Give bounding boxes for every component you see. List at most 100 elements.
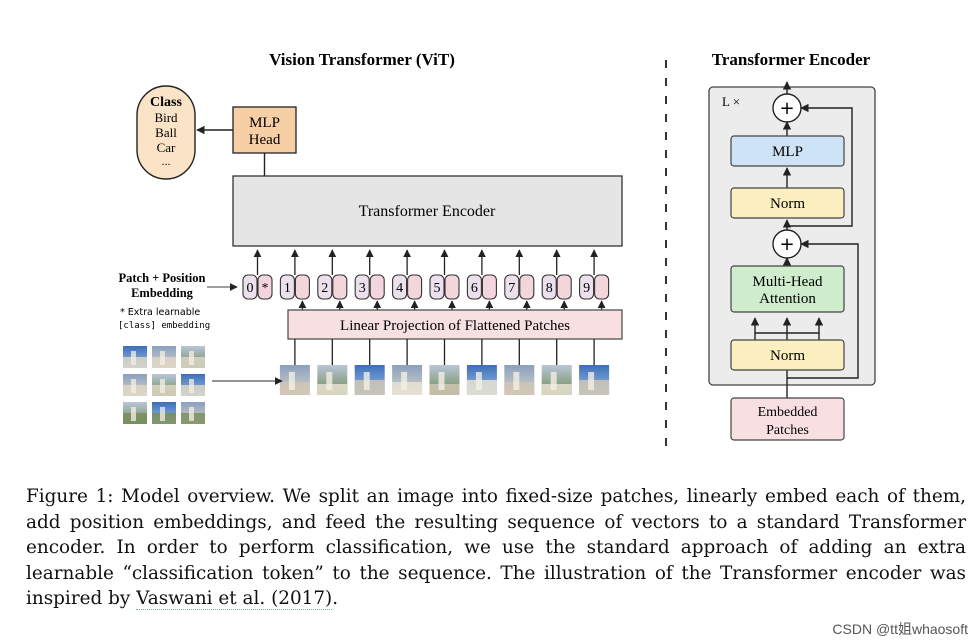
- plus-icon: +: [779, 234, 794, 255]
- token-extra-mark: *: [262, 281, 269, 296]
- token-number: 2: [321, 281, 328, 296]
- grid-patch: [181, 374, 205, 396]
- grid-patch: [181, 346, 205, 368]
- figure-caption: Figure 1: Model overview. We split an im…: [26, 484, 966, 612]
- position-embedding: [541, 274, 557, 300]
- grid-patch: [152, 346, 176, 368]
- patch-image: [392, 365, 423, 395]
- encoder-detail-title: Transformer Encoder: [712, 50, 871, 69]
- residual-connection-lower: [787, 239, 859, 379]
- mlp-head: MLP Head: [232, 106, 297, 154]
- patch-image: [429, 365, 460, 395]
- patch-embedding: [294, 274, 310, 300]
- embedded-patches: Embedded Patches: [730, 397, 845, 441]
- token: 4: [392, 249, 423, 300]
- norm-bottom-label: Norm: [770, 348, 805, 364]
- caption-text: Figure 1: Model overview. We split an im…: [26, 486, 966, 609]
- token: 6: [466, 249, 497, 300]
- class-item: Bird: [154, 110, 178, 125]
- position-embedding: [579, 274, 595, 300]
- token: 2: [317, 249, 348, 300]
- token-number: 3: [359, 281, 366, 296]
- repeat-label: L ×: [722, 94, 740, 109]
- patch-embedding: [481, 274, 497, 300]
- patch-embedding: [444, 274, 460, 300]
- linear-projection-label: Linear Projection of Flattened Patches: [340, 318, 570, 334]
- token-number: 1: [284, 281, 291, 296]
- caption-end: .: [332, 588, 339, 609]
- linear-projection: Linear Projection of Flattened Patches: [287, 309, 623, 340]
- grid-patch: [152, 374, 176, 396]
- token-number: 8: [546, 281, 553, 296]
- position-embedding: [242, 274, 258, 300]
- patch-embedding: [369, 274, 385, 300]
- position-embedding: [317, 274, 333, 300]
- patch-image: [504, 365, 535, 395]
- patch-image: [317, 365, 348, 395]
- mlp-block: MLP: [730, 135, 845, 167]
- class-item: Ball: [155, 125, 177, 140]
- token-number: 6: [471, 281, 478, 296]
- patch-embedding: [407, 274, 423, 300]
- mha-line1: Multi-Head: [753, 274, 823, 290]
- patch-embedding: [257, 274, 273, 300]
- position-embedding: [354, 274, 370, 300]
- grid-patch: [123, 374, 147, 396]
- grid-patch: [152, 402, 176, 424]
- extra-note-line1: * Extra learnable: [120, 307, 200, 318]
- grid-patch: [123, 402, 147, 424]
- token: 9: [579, 249, 610, 300]
- patch-embedding: [519, 274, 535, 300]
- token: 1: [279, 249, 310, 300]
- position-embedding: [279, 274, 295, 300]
- patch-embedding: [594, 274, 610, 300]
- token: 3: [354, 249, 385, 300]
- vit-title: Vision Transformer (ViT): [269, 50, 455, 69]
- class-output: Class Bird Ball Car ...: [136, 85, 196, 180]
- token-number: 0: [247, 281, 254, 296]
- position-embedding: [392, 274, 408, 300]
- token: 5: [429, 249, 460, 300]
- class-item: Car: [157, 140, 176, 155]
- token-number: 4: [396, 281, 403, 296]
- embedding-label-line1: Patch + Position: [119, 271, 206, 285]
- multi-head-attention: Multi-Head Attention: [730, 265, 845, 313]
- patch-image: [579, 365, 610, 395]
- attention-split: [754, 332, 820, 340]
- mlp-label: MLP: [772, 144, 803, 160]
- patch-embedding: [332, 274, 348, 300]
- patch-image: [541, 365, 572, 395]
- patch-image: [466, 365, 497, 395]
- embedded-line1: Embedded: [758, 405, 818, 420]
- norm-top-label: Norm: [770, 196, 805, 212]
- vit-diagram: Vision Transformer (ViT) Class Bird Ball…: [118, 50, 876, 450]
- mha-line2: Attention: [759, 291, 816, 307]
- position-embedding: [504, 274, 520, 300]
- token-number: 7: [508, 281, 515, 296]
- mlp-head-line1: MLP: [249, 115, 280, 131]
- grid-patch: [123, 346, 147, 368]
- norm-top: Norm: [730, 187, 845, 219]
- norm-bottom: Norm: [730, 339, 845, 371]
- class-title: Class: [150, 95, 182, 110]
- class-item: ...: [162, 154, 171, 168]
- grid-patch: [181, 402, 205, 424]
- residual-connection-upper: [787, 103, 853, 227]
- encoder-label: Transformer Encoder: [359, 203, 496, 220]
- patch-image: [354, 365, 385, 395]
- extra-note-line2: [class] embedding: [118, 321, 210, 331]
- mlp-head-line2: Head: [249, 132, 281, 148]
- position-embedding: [466, 274, 482, 300]
- token-number: 5: [434, 281, 441, 296]
- token: 0*: [242, 249, 273, 300]
- transformer-encoder-block: Transformer Encoder: [232, 175, 623, 247]
- plus-icon: +: [779, 98, 794, 119]
- input-image-grid: [123, 346, 205, 424]
- token-number: 9: [583, 281, 590, 296]
- patch-image: [279, 365, 310, 395]
- patch-embedding: [556, 274, 572, 300]
- residual-add-upper: +: [772, 93, 802, 123]
- flattened-patches: [279, 339, 610, 395]
- caption-citation[interactable]: Vaswani et al. (2017): [136, 588, 333, 610]
